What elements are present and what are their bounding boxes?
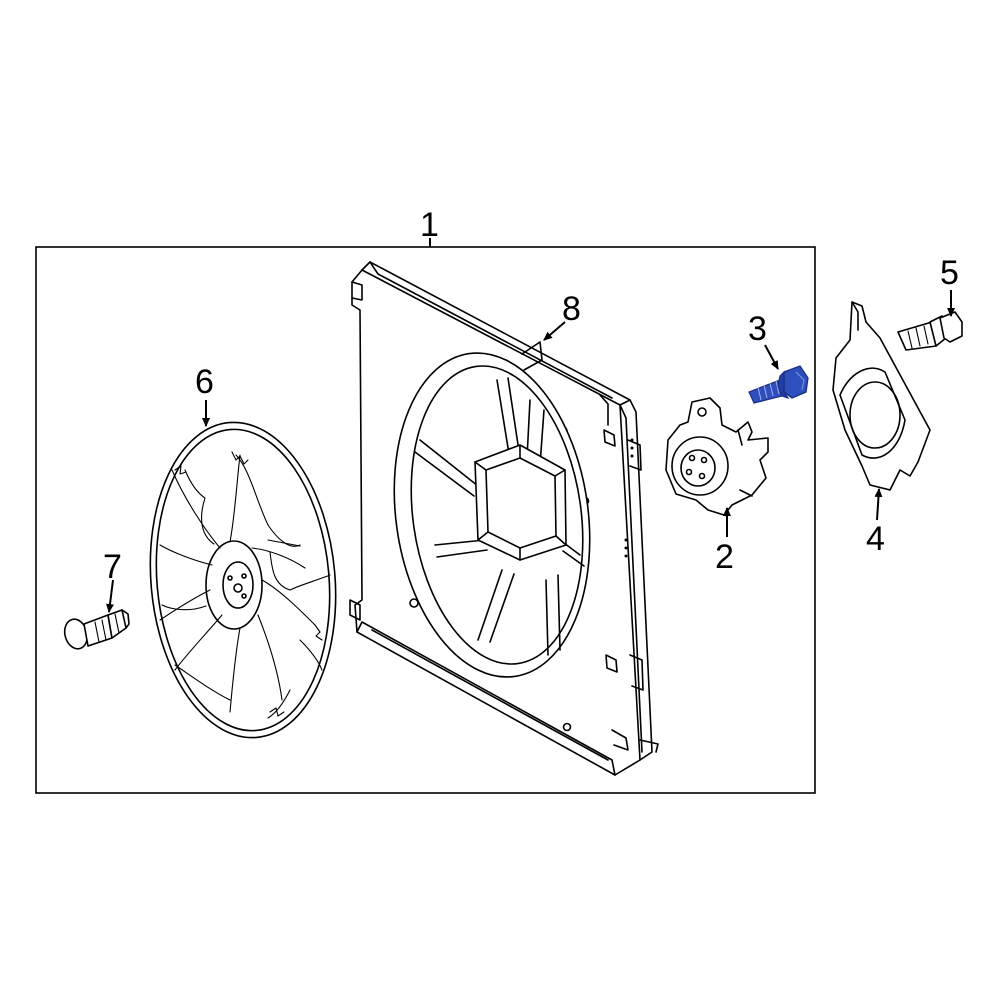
callout-6: 6 (195, 363, 214, 401)
motor-cover-plate[interactable] (832, 301, 931, 491)
callout-1: 1 (420, 206, 439, 244)
fan-shroud[interactable] (349, 261, 659, 776)
shroud-rivets (624, 438, 634, 558)
callout-5: 5 (940, 254, 959, 292)
fan-screw[interactable] (61, 609, 130, 651)
callout-2: 2 (715, 538, 734, 576)
fan-blade[interactable] (138, 415, 349, 746)
callout-4: 4 (866, 520, 885, 558)
callout-3: 3 (748, 310, 767, 348)
cover-screw[interactable] (897, 311, 963, 351)
motor-bolt-highlighted[interactable] (748, 365, 809, 404)
assembly-box (35, 246, 816, 794)
callout-7: 7 (103, 548, 122, 586)
fan-motor[interactable] (665, 397, 769, 516)
callout-8: 8 (562, 290, 581, 328)
callout-leaders (106, 290, 955, 613)
